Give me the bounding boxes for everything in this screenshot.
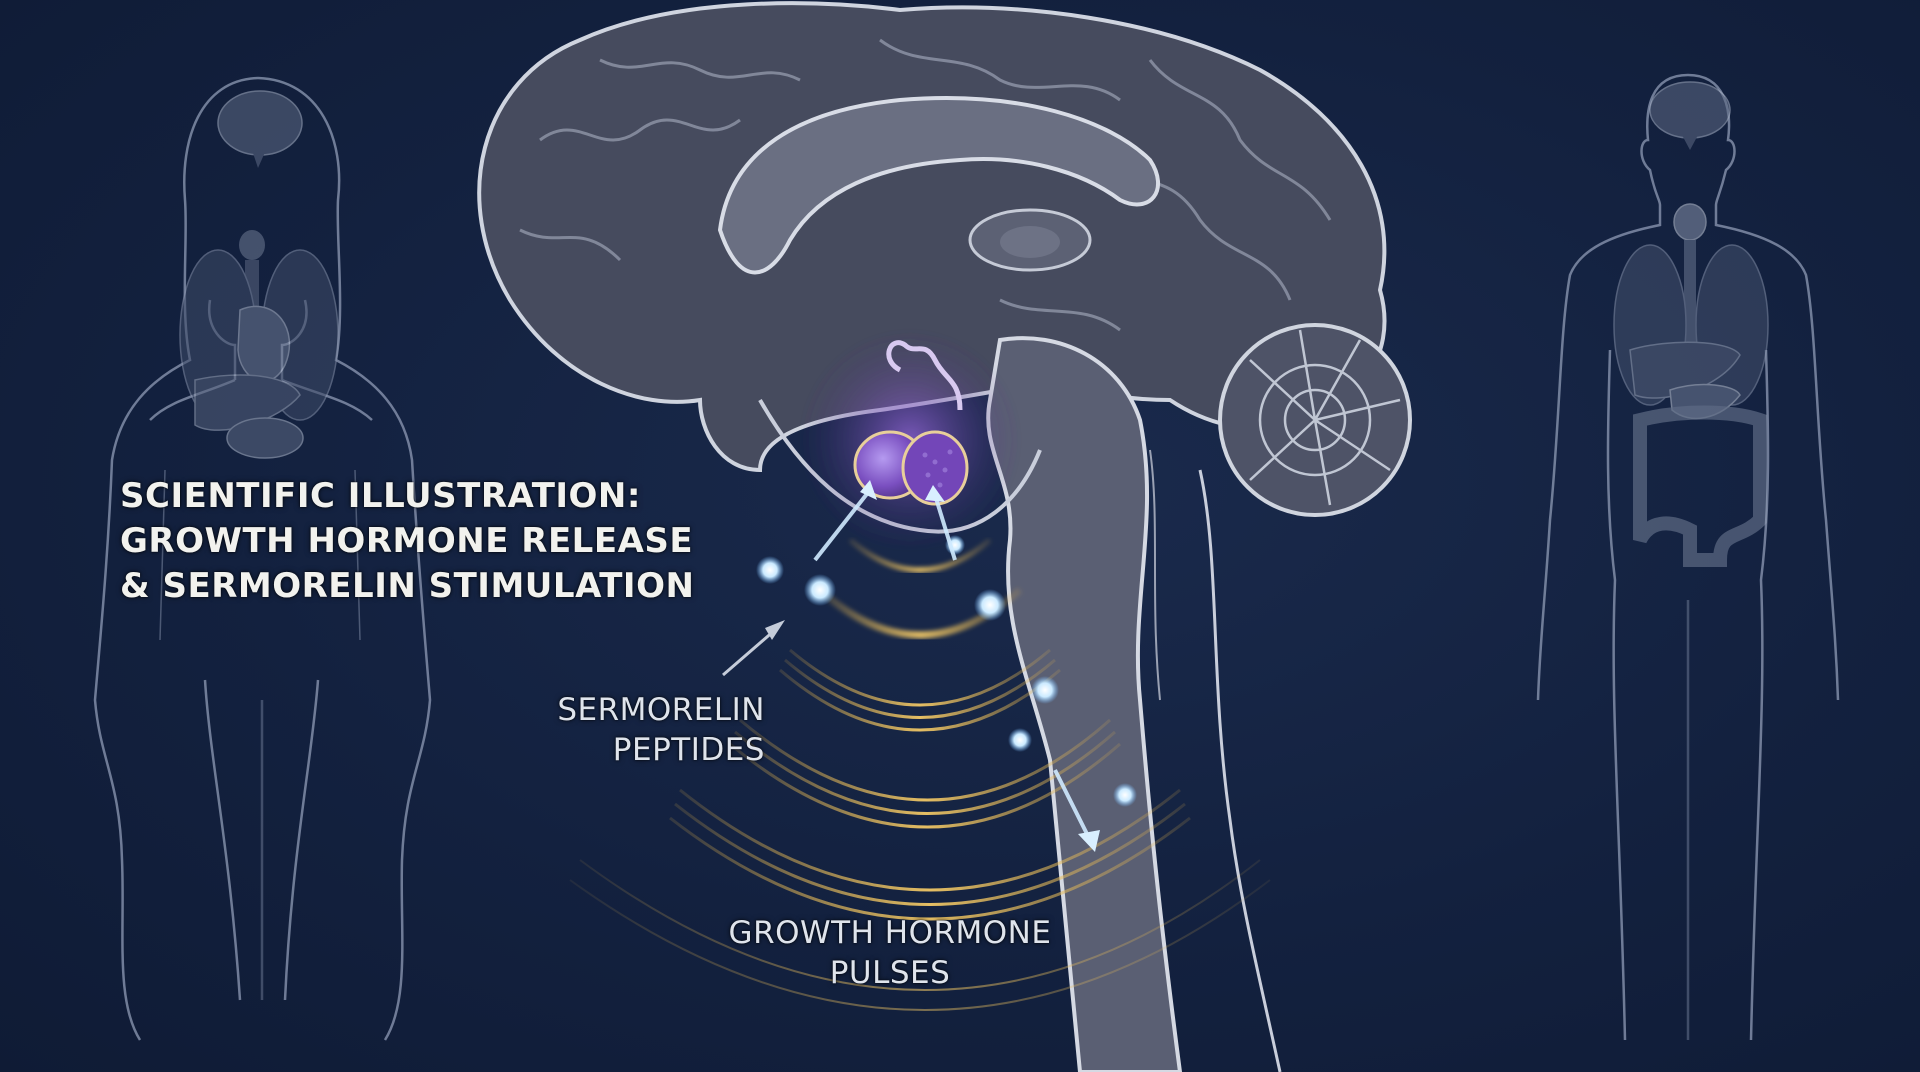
title-line-3: & SERMORELIN STIMULATION — [120, 566, 695, 606]
male-organs — [1613, 81, 1769, 567]
cerebellum — [1218, 323, 1412, 517]
male-body-figure — [1536, 73, 1840, 1041]
title-line-2: GROWTH HORMONE RELEASE — [120, 521, 694, 561]
growth-hormone-pulse-waves — [569, 538, 1271, 1011]
title-line-1: SCIENTIFIC ILLUSTRATION: — [120, 476, 641, 516]
sermorelin-label-line-2: PEPTIDES — [612, 732, 765, 768]
sermorelin-label-line-1: SERMORELIN — [557, 692, 765, 728]
gh-label-line-1: GROWTH HORMONE — [728, 915, 1052, 951]
female-organs — [159, 90, 361, 641]
growth-hormone-pulses-label: GROWTH HORMONE PULSES — [700, 913, 1080, 993]
sermorelin-peptide-particles — [756, 480, 1137, 852]
pituitary-gland — [800, 330, 1020, 550]
illustration-title: SCIENTIFIC ILLUSTRATION: GROWTH HORMONE … — [120, 474, 694, 609]
brain-cross-section — [477, 1, 1412, 1072]
sermorelin-pointer-arrow — [722, 620, 785, 677]
sermorelin-peptides-label: SERMORELIN PEPTIDES — [520, 690, 765, 770]
gh-label-line-2: PULSES — [829, 955, 951, 991]
